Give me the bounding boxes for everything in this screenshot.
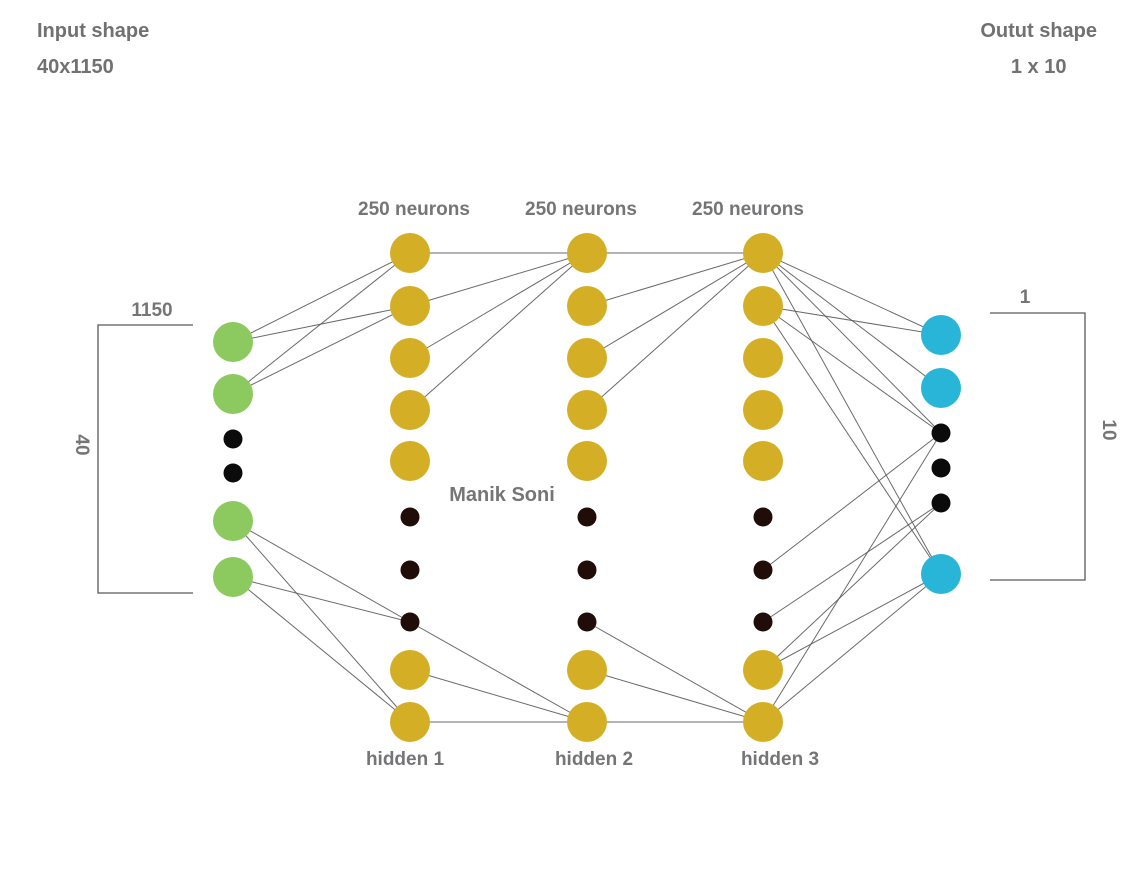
neuron-node-in-c3: [213, 501, 253, 541]
label-dim-10: 10: [1098, 419, 1119, 440]
label-watermark: Manik Soni: [449, 484, 555, 506]
edge-h3-c1-to-out-d1: [762, 252, 942, 434]
neuron-node-out-c1: [921, 315, 961, 355]
edge-in-c4-to-h1-c7: [232, 576, 411, 723]
edge-h1-c4-to-h2-c1: [409, 252, 588, 411]
ellipsis-dot-out-d1: [931, 423, 951, 443]
neuron-node-h3-c6: [743, 650, 783, 690]
label-neurons-2: 250 neurons: [525, 199, 637, 220]
neuron-node-h1-c3: [390, 338, 430, 378]
label-dim-1150: 1150: [131, 300, 172, 321]
edge-h3-c7-to-out-c3: [762, 573, 942, 723]
edge-h3-c7-to-out-d1: [762, 432, 942, 723]
edge-in-c3-to-h1-c7: [232, 520, 411, 723]
edge-h1-d3-to-h2-c7: [409, 621, 588, 723]
neuron-node-h1-c6: [390, 650, 430, 690]
neuron-node-h2-c3: [567, 338, 607, 378]
dimension-bracket-right: [990, 312, 1086, 581]
ellipsis-dot-h1-d1: [400, 507, 420, 527]
edge-h3-c6-to-out-d3: [762, 502, 942, 671]
output-shape-block: Outut shape 1 x 10: [980, 20, 1097, 79]
neuron-node-in-c1: [213, 322, 253, 362]
neuron-node-out-c2: [921, 368, 961, 408]
output-shape-label: Outut shape: [980, 20, 1097, 42]
input-shape-block: Input shape 40x1150: [37, 20, 149, 79]
ellipsis-dot-h2-d3: [577, 612, 597, 632]
neuron-node-h2-c1: [567, 233, 607, 273]
neuron-node-h2-c7: [567, 702, 607, 742]
label-hidden-1: hidden 1: [366, 749, 445, 770]
ellipsis-dot-h3-d3: [753, 612, 773, 632]
neuron-node-h1-c4: [390, 390, 430, 430]
dimension-bracket-left: [97, 324, 193, 594]
edge-h3-d3-to-out-d3: [762, 502, 942, 623]
edge-in-c4-to-h1-d3: [232, 576, 411, 623]
edge-h3-c2-to-out-c3: [762, 305, 942, 575]
edge-in-c1-to-h1-c1: [232, 252, 411, 343]
neuron-node-in-c4: [213, 557, 253, 597]
edge-h3-c6-to-out-c3: [762, 573, 942, 671]
edge-h1-c3-to-h2-c1: [409, 252, 588, 359]
edge-h2-c4-to-h3-c1: [586, 252, 764, 411]
ellipsis-dot-h2-d2: [577, 560, 597, 580]
neuron-node-h1-c1: [390, 233, 430, 273]
neuron-node-h2-c2: [567, 286, 607, 326]
label-hidden-2: hidden 2: [555, 749, 633, 770]
neuron-node-h1-c7: [390, 702, 430, 742]
neuron-node-in-c2: [213, 374, 253, 414]
edge-h3-c2-to-out-d1: [762, 305, 942, 434]
neuron-node-h2-c4: [567, 390, 607, 430]
label-hidden-3: hidden 3: [741, 749, 819, 770]
ellipsis-dot-h2-d1: [577, 507, 597, 527]
edge-h2-c2-to-h3-c1: [586, 252, 764, 307]
neuron-node-out-c3: [921, 554, 961, 594]
edge-h1-c2-to-h2-c1: [409, 252, 588, 307]
edge-in-c2-to-h1-c1: [232, 252, 411, 395]
ellipsis-dot-h1-d3: [400, 612, 420, 632]
label-dim-1: 1: [1020, 287, 1031, 308]
output-shape-value: 1 x 10: [1010, 56, 1067, 78]
edge-h1-c6-to-h2-c7: [409, 669, 588, 723]
ellipsis-dot-out-d2: [931, 458, 951, 478]
ellipsis-dot-in-d1: [223, 429, 243, 449]
neuron-node-h2-c6: [567, 650, 607, 690]
ellipsis-dot-h3-d2: [753, 560, 773, 580]
edge-h2-c6-to-h3-c7: [586, 669, 764, 723]
neuron-node-h3-c5: [743, 441, 783, 481]
neuron-node-h1-c5: [390, 441, 430, 481]
input-shape-label: Input shape: [37, 20, 150, 42]
ellipsis-dot-out-d3: [931, 493, 951, 513]
neuron-node-h3-c1: [743, 233, 783, 273]
ellipsis-dot-h3-d1: [753, 507, 773, 527]
neuron-node-h3-c2: [743, 286, 783, 326]
edge-h2-c3-to-h3-c1: [586, 252, 764, 359]
neuron-node-h3-c3: [743, 338, 783, 378]
neuron-node-h3-c4: [743, 390, 783, 430]
edge-in-c3-to-h1-d3: [232, 520, 411, 623]
input-shape-value: 40x1150: [37, 56, 114, 78]
neuron-node-h1-c2: [390, 286, 430, 326]
edge-h3-c1-to-out-c1: [762, 252, 942, 336]
label-neurons-3: 250 neurons: [692, 199, 804, 220]
ellipsis-dot-h1-d2: [400, 560, 420, 580]
neuron-node-h2-c5: [567, 441, 607, 481]
neuron-node-h3-c7: [743, 702, 783, 742]
edge-h3-c1-to-out-c3: [762, 252, 942, 575]
label-neurons-1: 250 neurons: [358, 199, 470, 220]
ellipsis-dot-in-d2: [223, 463, 243, 483]
label-dim-40: 40: [71, 434, 92, 455]
edge-in-c2-to-h1-c2: [232, 305, 411, 395]
edge-h3-c2-to-out-c1: [762, 305, 942, 336]
edge-h2-d3-to-h3-c7: [586, 621, 764, 723]
edge-h3-d2-to-out-d1: [762, 432, 942, 571]
